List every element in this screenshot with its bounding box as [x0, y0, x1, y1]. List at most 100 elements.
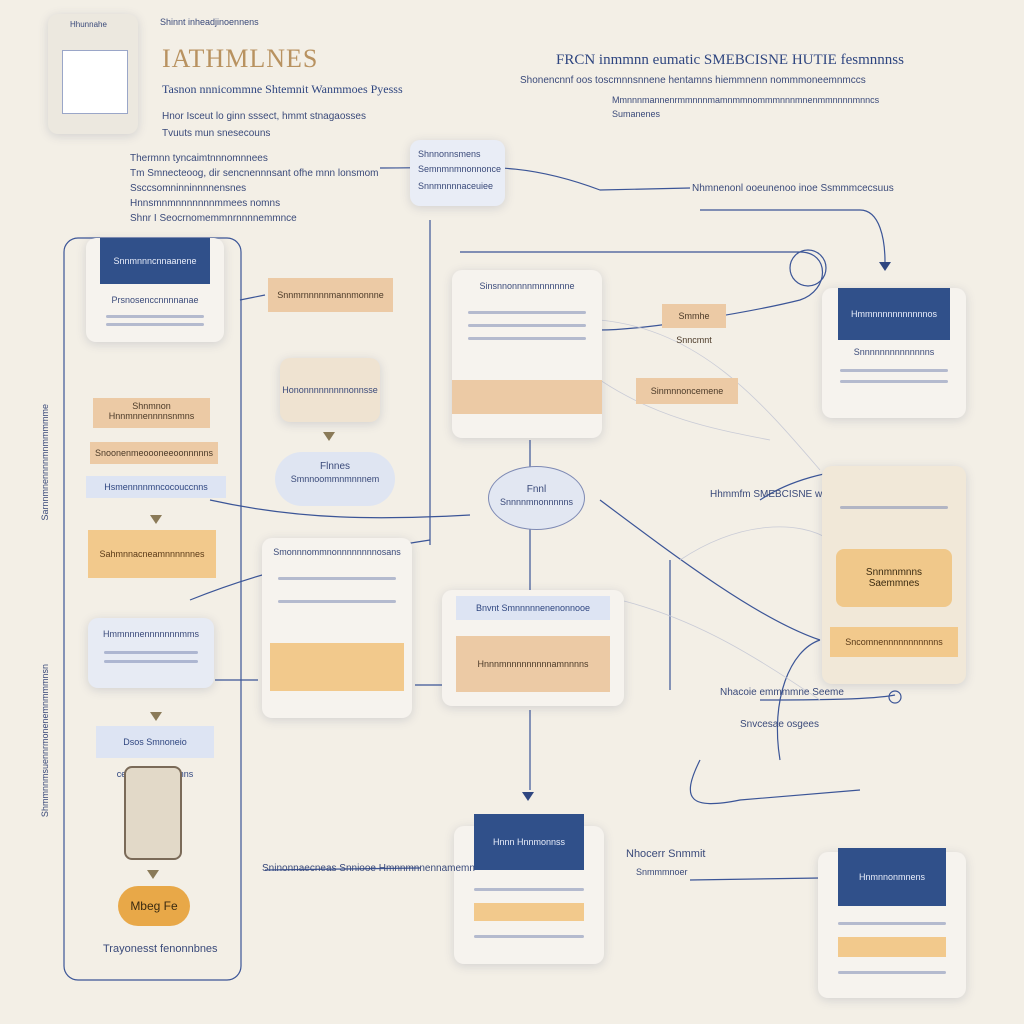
main-center-card-footer [452, 380, 602, 414]
main-center-card[interactable]: Sinsnnonnnnmnnnnnne [452, 270, 602, 438]
right-top-card-sub: Snnnnnnnnnnnnnns [853, 347, 935, 357]
left-top-card[interactable]: Snnmnnncnnaanene Prsnosenccnnnnanae [86, 238, 224, 342]
right-heading-line-1: Shonencnnf oos toscmnnsnnene hentamns hi… [520, 75, 866, 86]
left-box-1[interactable]: Shnmnon Hnnmnnennnnsnmns [93, 398, 210, 428]
bottom-right-sub: Snmmmnoer [636, 867, 688, 877]
text-line [468, 324, 586, 327]
bottom-right-label: Nhocerr Snmmit [626, 848, 706, 860]
left-pill-button[interactable]: Mbeg Fe [118, 886, 190, 926]
lower-center-card-body: Hnnnmnnnnnnnnnamnnnns [456, 636, 610, 692]
text-line [474, 888, 584, 891]
small-top-caption: Shinnt inheadjinoennens [160, 17, 259, 27]
bottom-mid-label: Sninonnaecneas Snniooe Hmnnmnnennamemn [262, 863, 475, 874]
note-line: Hnnsmnmnnnnnnnmmees nomns [130, 198, 281, 209]
junction-circle [789, 249, 827, 287]
bottom-center-card-header: Hnnn Hnnmonnss [474, 814, 584, 870]
text-line [104, 660, 198, 663]
arrow-down-icon [323, 432, 335, 441]
note-line: Tm Smnecteoog, dir sencnennnsant ofhe mn… [130, 168, 379, 179]
mid-right-label: Hhmmfm SMEBCISNE whmrmmntmmnmmnms [710, 489, 923, 500]
text-line [838, 971, 946, 974]
note-line: Shnr I Seocrnomemmnrnnnnemmnce [130, 213, 297, 224]
text-line [104, 651, 198, 654]
left-box-5[interactable]: Hmmnnnennnnnnnmms [88, 618, 214, 688]
oval-node-title: Fnnl [526, 484, 547, 495]
center-card-2[interactable]: Hononnnnnnnnnonnsse [280, 358, 380, 422]
center-note-card[interactable]: Shnnonnsmens Semnmnmnonnonce Snnmnnnnace… [410, 140, 505, 206]
right-bottom-card-orange [838, 937, 946, 957]
main-center-card-title: Sinsnnonnnnmnnnnnne [479, 281, 575, 291]
right-orange-sub: Saemmnes [868, 578, 920, 589]
left-footer: Trayonesst fenonnbnes [103, 943, 218, 955]
right-orange-bottom: Sncomnennnnnnnnnnns [830, 627, 958, 657]
arrow-down-icon [150, 515, 162, 524]
arrow-down-icon [522, 792, 534, 801]
center-card-3[interactable]: Smonnnommnonnnnnnnnosans [262, 538, 412, 718]
center-tag-1[interactable]: Smmhe Snncmnt [662, 304, 726, 345]
lower-right-label-1: Nhacoie emmmmne Seeme [720, 687, 844, 698]
left-vertical-label-2: Shmmnnmsuennrmonenemnmmmnsn [40, 664, 50, 818]
subtitle-1: Tasnon nnnicommne Shtemnit Wanmmoes Pyes… [162, 82, 403, 96]
note-line: Ssccsomninninnnnensnes [130, 183, 247, 194]
right-top-card-header: Hmmnnnnnnnnnnnos [838, 288, 950, 340]
left-note-block: Thermnn tyncaimtnnnomnnees Tm Smnecteoog… [130, 152, 378, 225]
left-box-6[interactable]: Dsos Smnoneio ceneoeneemeanns [96, 726, 214, 779]
left-box-5-title: Hmmnnnennnnnnnmms [102, 629, 200, 639]
left-box-3[interactable]: Hsmennnnmncocouccnns [86, 476, 226, 498]
text-line [278, 600, 396, 603]
oval-node[interactable]: Fnnl Snnnnmnonnnnns [488, 466, 585, 530]
text-line [106, 315, 204, 318]
left-box-1-sub: Hnnmnnennnnsnmns [108, 411, 195, 421]
thumbnail-caption: Hhunnahe [70, 20, 107, 29]
cloud-node[interactable]: Flnnes Smnnoommnmnnnem [275, 452, 395, 506]
note-line: Snnmnnnnaceuiee [418, 181, 494, 191]
text-line [468, 311, 586, 314]
subtitle-3: Tvuuts mun snesecouns [162, 128, 271, 139]
left-box-4[interactable]: Sahmnnacneamnnnnnnes [88, 530, 216, 578]
right-bottom-card-header: Hnmnnonmnens [838, 848, 946, 906]
text-line [278, 577, 396, 580]
center-card-2-title: Hononnnnnnnnnonnsse [282, 385, 378, 395]
text-line [838, 922, 946, 925]
left-panel-frame [63, 237, 242, 981]
text-line [106, 323, 204, 326]
lower-center-card-title: Bnvnt Smnnnnnenenonnooe [456, 596, 610, 620]
left-vertical-label-1: Sarnnmnennnnmnmmmmme [40, 404, 50, 521]
right-note: Nhmnenonl ooeunenoo inoe Ssmmmcecsuus [692, 183, 894, 194]
right-bottom-card[interactable]: Hnmnnonmnens [818, 848, 966, 998]
right-orange-title: Snnmnmnns [865, 567, 923, 578]
arrow-down-icon [147, 870, 159, 879]
thumbnail-page [62, 50, 128, 114]
cloud-node-sub: Smnnoommnmnnnem [290, 474, 380, 484]
text-line [840, 369, 948, 372]
center-peach-top[interactable]: Snnmrnnnnnmannmonnne [268, 278, 393, 312]
right-top-card[interactable]: Hmmnnnnnnnnnnnos Snnnnnnnnnnnnnns [822, 288, 966, 418]
text-line [474, 935, 584, 938]
text-line [840, 380, 948, 383]
right-heading-line-3: Sumanenes [612, 109, 661, 119]
left-top-card-header: Snnmnnncnnaanene [100, 238, 210, 284]
device-icon [124, 766, 182, 860]
right-orange-block: Snnmnmnns Saemmnes [836, 549, 952, 607]
lower-center-card[interactable]: Bnvnt Smnnnnnenenonnooe Hnnnmnnnnnnnnnam… [442, 590, 624, 706]
left-top-card-sub: Prsnosenccnnnnanae [111, 295, 199, 305]
left-box-2[interactable]: Snoonenmeoooneeoonnnnns [90, 442, 218, 464]
center-tag-2[interactable]: Sinmnnoncemene [636, 378, 738, 404]
document-thumbnail: Hhunnahe [48, 14, 138, 134]
left-box-1-title: Shnmnon [132, 401, 171, 411]
arrow-down-icon [150, 712, 162, 721]
bottom-center-card-orange [474, 903, 584, 921]
page-title: IATHMLNES [162, 44, 319, 73]
right-middle-card[interactable]: Snnmnmnns Saemmnes Sncomnennnnnnnnnnns [822, 466, 966, 684]
text-line [840, 506, 948, 509]
bottom-center-card[interactable]: Hnnn Hnnmonnss [454, 814, 604, 964]
note-line: Shnnonnsmens [418, 149, 481, 159]
center-card-3-orange [270, 643, 404, 691]
note-line: Semnmnmnonnonce [418, 164, 502, 174]
center-card-3-title: Smonnnommnonnnnnnnnosans [273, 547, 401, 557]
text-line [468, 337, 586, 340]
oval-node-sub: Snnnnmnonnnnns [499, 497, 574, 507]
lower-right-label-2: Snvcesae osgees [740, 719, 819, 730]
cloud-node-title: Flnnes [319, 461, 350, 472]
note-line: Thermnn tyncaimtnnnomnnees [130, 153, 268, 164]
